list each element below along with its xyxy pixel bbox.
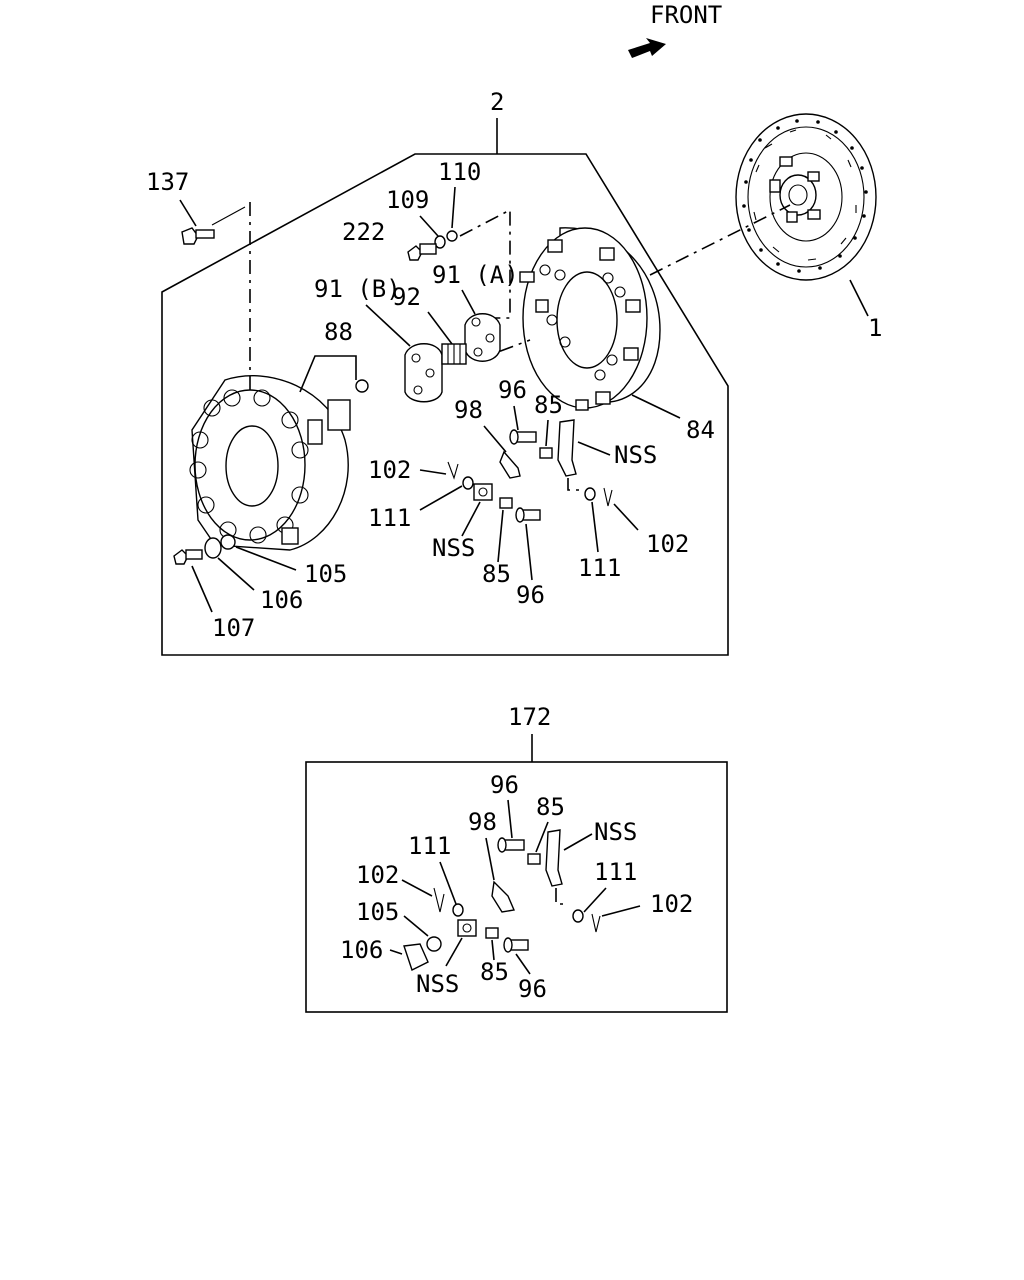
callout-172-85-top: 85 (536, 793, 565, 821)
callout-107: 107 (212, 614, 255, 642)
callout-96-bottom: 96 (516, 581, 545, 609)
callout-109: 109 (386, 186, 429, 214)
callout-172-96-bottom: 96 (518, 975, 547, 1003)
callout-92: 92 (392, 283, 421, 311)
front-label: FRONT (650, 1, 722, 29)
strap-91a (464, 313, 501, 362)
front-arrow-icon (628, 38, 666, 58)
callout-96-top: 96 (498, 376, 527, 404)
callout-172-102-left: 102 (356, 861, 399, 889)
assembly-172-frame (305, 761, 728, 1013)
callout-98: 98 (454, 396, 483, 424)
callout-172-85-bottom: 85 (480, 958, 509, 986)
callout-91b: 91 (B) (314, 275, 401, 303)
assembly-2-frame (161, 153, 729, 656)
callout-137: 137 (146, 168, 189, 196)
callout-172-nss-bottom: NSS (416, 970, 459, 998)
assembly-172: 172 96 85 NSS 98 111 102 105 106 (305, 703, 728, 1013)
spring-92 (441, 343, 467, 365)
callout-88: 88 (324, 318, 353, 346)
callout-105: 105 (304, 560, 347, 588)
assembly-2: 2 (146, 88, 882, 656)
callout-172-106: 106 (340, 936, 383, 964)
callout-nss-bottom: NSS (432, 534, 475, 562)
callout-nss-top: NSS (614, 441, 657, 469)
callout-172-96-top: 96 (490, 771, 519, 799)
callout-111-left: 111 (368, 504, 411, 532)
callout-1: 1 (868, 314, 882, 342)
callout-85-top: 85 (534, 391, 563, 419)
bolt-222 (407, 243, 437, 261)
callout-111-right: 111 (578, 554, 621, 582)
callout-172-102-right: 102 (650, 890, 693, 918)
callout-85-bottom: 85 (482, 560, 511, 588)
clutch-cover (189, 375, 349, 551)
pressure-plate (519, 227, 661, 411)
callout-172-nss-top: NSS (594, 818, 637, 846)
strap-91b (404, 343, 443, 403)
lever-nss-bottom (473, 483, 493, 501)
lever-172-nss-bottom (457, 919, 477, 937)
callout-172-111-right: 111 (594, 858, 637, 886)
callout-84: 84 (686, 416, 715, 444)
pin-172-96-bottom (503, 937, 529, 953)
callout-106: 106 (260, 586, 303, 614)
lever-172-nss-top (545, 829, 563, 887)
bolt-107 (173, 549, 203, 565)
callout-172-105: 105 (356, 898, 399, 926)
callout-102-right: 102 (646, 530, 689, 558)
callout-102-left: 102 (368, 456, 411, 484)
clutch-disc (735, 113, 877, 281)
callout-222: 222 (342, 218, 385, 246)
assembly-2-label: 2 (490, 88, 504, 116)
bolt-137 (181, 227, 215, 245)
assembly-172-label: 172 (508, 703, 551, 731)
callout-172-111-left: 111 (408, 832, 451, 860)
callout-91a: 91 (A) (432, 261, 519, 289)
callout-110: 110 (438, 158, 481, 186)
callout-172-98: 98 (468, 808, 497, 836)
lever-nss-top (557, 419, 577, 477)
pin-96-top (509, 429, 537, 445)
pin-172-96-top (497, 837, 525, 853)
pin-96-bottom (515, 507, 541, 523)
